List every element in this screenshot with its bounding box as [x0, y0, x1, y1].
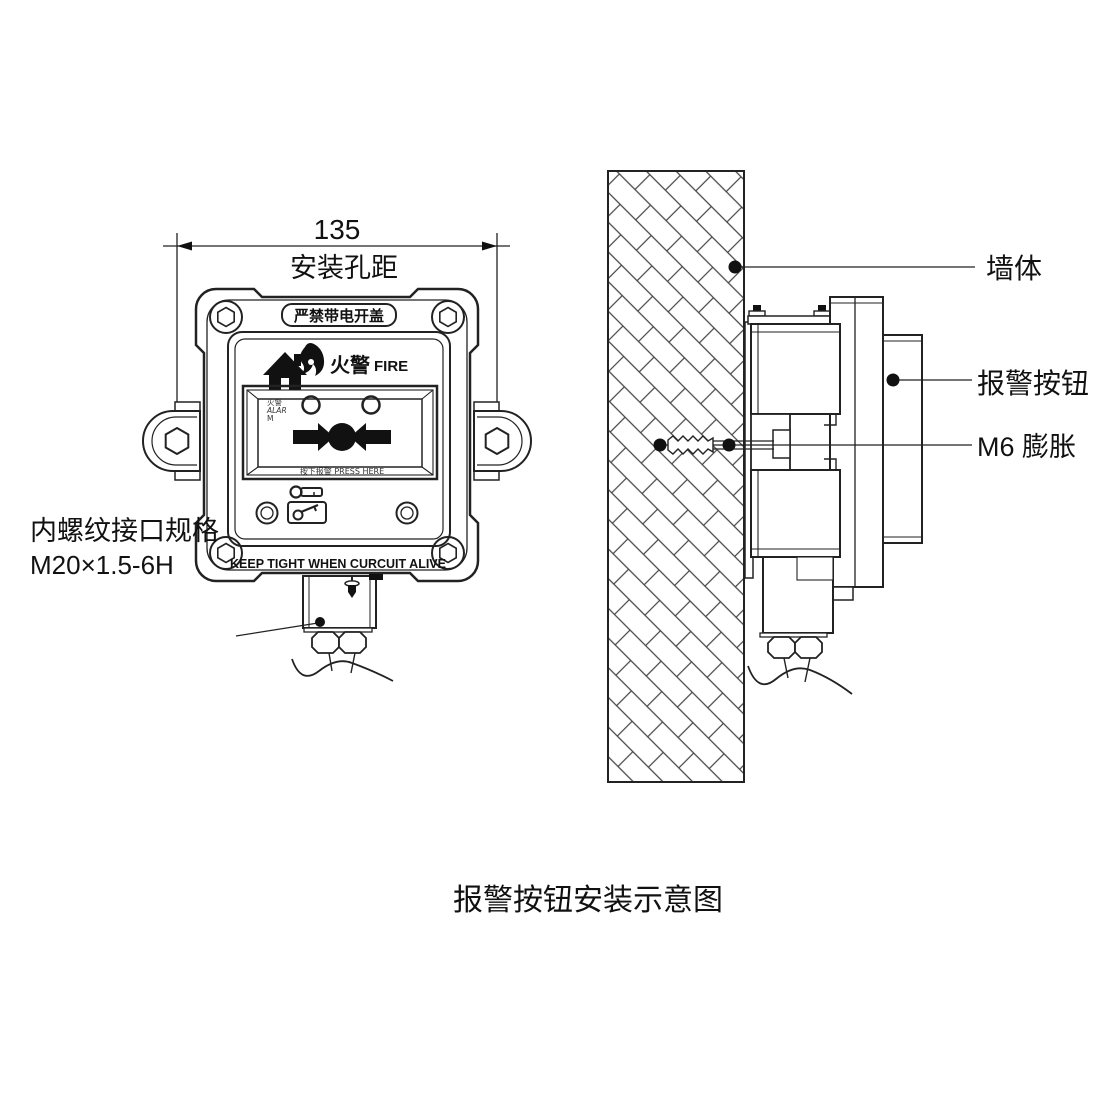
led-caption-line3: M: [267, 414, 273, 423]
diagram-caption: 报警按钮安装示意图: [453, 884, 723, 917]
front-panel-profile: [882, 334, 923, 544]
dimension-annotation: 135 安装孔距: [163, 214, 510, 429]
face-panel: [227, 331, 451, 547]
hex-gland-nut-icon: [311, 631, 367, 654]
button-leader-dot: [886, 373, 900, 387]
fixing-screw: [813, 305, 831, 317]
expansion-anchor: [667, 435, 714, 455]
cable-gland-side: [747, 556, 853, 695]
dimension-label: 安装孔距: [290, 253, 398, 283]
label-bolt: M6 膨胀: [977, 432, 1076, 462]
corner-screws: [209, 300, 465, 570]
led-caption-line1: 火警: [267, 397, 282, 407]
ear-hex-hole-left: [164, 426, 190, 456]
fire-label-cn: 火警: [330, 353, 370, 377]
led-indicator-left: [301, 395, 321, 415]
top-warning-pill: [281, 303, 397, 327]
hex-screw-icon: [431, 300, 465, 334]
led-caption-line2: ALAR: [266, 406, 287, 415]
wall-section: [607, 170, 745, 783]
dimension-value: 135: [314, 214, 361, 245]
key-icon: [289, 485, 323, 499]
bottom-warning-text: KEEP TIGHT WHEN CURCUIT ALIVE: [230, 557, 446, 571]
front-view: 135 安装孔距: [30, 214, 532, 682]
cable-curve: [291, 658, 394, 682]
press-hint-text: 按下报警 PRESS HERE: [300, 466, 384, 476]
side-view: 墙体 报警按钮 M6 膨胀: [607, 170, 1089, 783]
dim-arrow-right: [482, 241, 497, 251]
key-reset-icon: [287, 501, 327, 524]
hex-screw-icon: [209, 300, 243, 334]
hex-screw-icon: [431, 536, 465, 570]
dim-arrow-left: [177, 241, 192, 251]
button-side-profile: [744, 296, 923, 695]
wall-leader-dot: [728, 260, 742, 274]
face-screw-right: [395, 501, 419, 525]
thread-spec-leader: [235, 622, 319, 637]
bolt-leader-dot: [722, 438, 736, 452]
thread-spec-line1: 内螺纹接口规格: [30, 516, 219, 546]
hex-screw-icon: [209, 536, 243, 570]
bolt-tip-dot: [653, 438, 667, 452]
mounting-ear-left: [142, 401, 201, 481]
cable-curve: [747, 665, 853, 695]
led-indicator-right: [361, 395, 381, 415]
thread-spec-leader-dot: [315, 617, 325, 627]
fixing-screw: [748, 305, 766, 317]
label-button: 报警按钮: [977, 368, 1089, 400]
fire-label-en: FIRE: [374, 358, 408, 375]
thread-spec-line2: M20×1.5-6H: [30, 550, 174, 580]
label-wall: 墙体: [986, 253, 1042, 285]
clip-detail: [369, 574, 383, 580]
button-recess: 火警 ALAR M 按下报警 PRESS HERE: [241, 384, 439, 481]
press-arrows-dot-icon[interactable]: [293, 423, 391, 451]
ear-hex-hole-right: [484, 426, 510, 456]
mounting-ear-right: [473, 401, 532, 481]
burning-house-icon: [263, 343, 325, 390]
cable-gland-front: [291, 574, 394, 682]
screw-icon: [344, 577, 360, 598]
top-warning-text: 严禁带电开盖: [293, 307, 384, 325]
face-screw-left: [255, 501, 279, 525]
